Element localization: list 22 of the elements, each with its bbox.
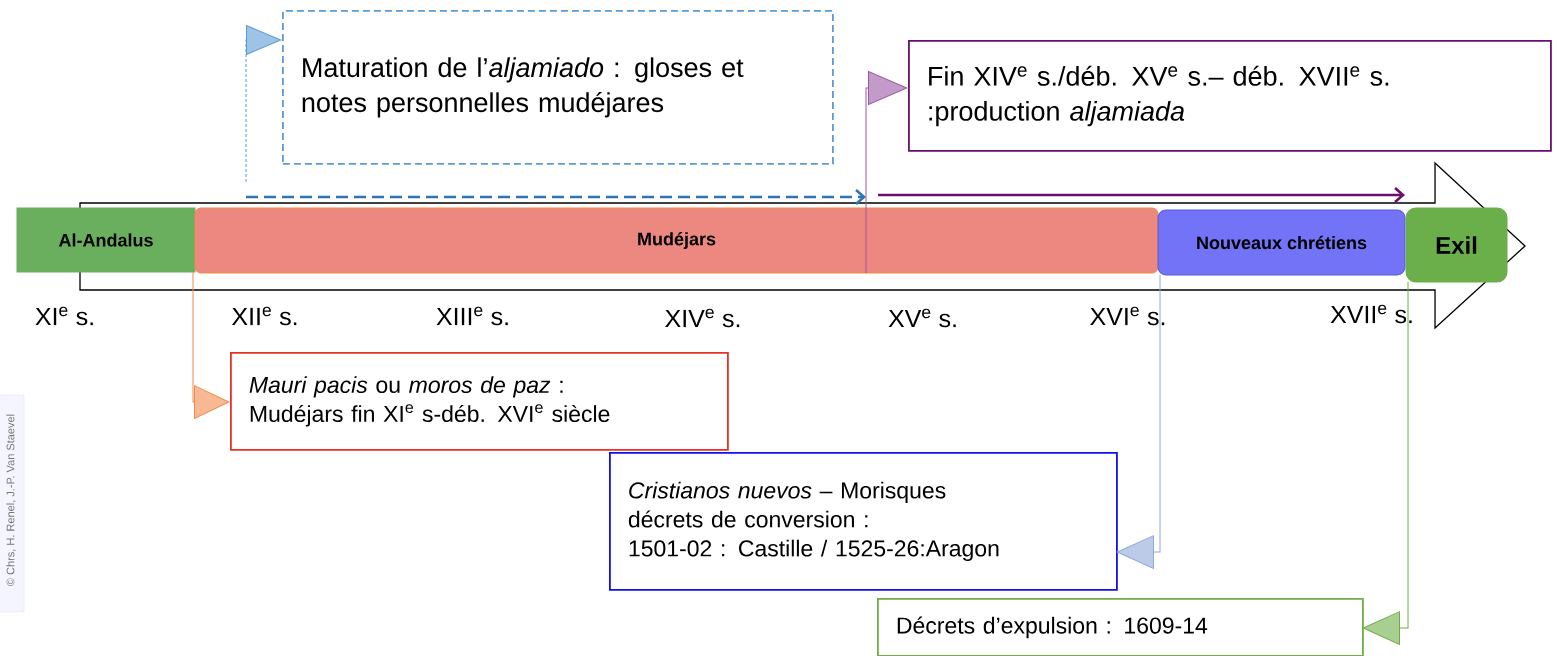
flag-leader-line [192, 271, 230, 419]
timeline-band: Al-Andalus [16, 207, 196, 273]
century-label: XI$^{e}$ s. [35, 306, 93, 326]
callout-box: Décrets d’expulsion : 1609-14 [877, 598, 1364, 656]
century-label: XIII$^{e}$ s. [436, 306, 508, 326]
century-label: XVI$^{e}$ s. [1090, 306, 1165, 326]
century-label: XII$^{e}$ s. [231, 306, 297, 326]
callout-box: Cristianos nuevos – Morisques décrets de conversion : 1501-02 : Castille / 1525-26:Aragon [609, 452, 1118, 591]
century-label: XV$^{e}$ s. [888, 308, 956, 328]
credit-text: © Chrs, H. Renel, J.-P. Van Staevel [6, 414, 16, 586]
flag-leader-line [1116, 274, 1161, 569]
callout-box: Maturation de l’aljamiado : gloses et notes personnelles mudéjares [282, 10, 834, 165]
flag-leader-line [245, 25, 282, 183]
timeline-band: Mudéjars [194, 207, 1159, 274]
callout-box: Fin XIV$^{e}$ s./déb. XV$^{e}$ s.– déb. XVII$^{e}$ s. :production aljamiada [908, 40, 1552, 152]
timeline-band: Nouveaux chrétiens [1157, 209, 1406, 276]
century-label: XVII$^{e}$ s. [1330, 304, 1412, 324]
flag-leader-line [865, 71, 908, 274]
flag-leader-line [1362, 281, 1409, 645]
callout-box: Mauri pacis ou moros de paz : Mudéjars fin XI$^{e}$ s-déb. XVI$^{e}$ siècle [230, 352, 729, 451]
century-label: XIV$^{e}$ s. [665, 308, 740, 328]
timeline-band: Exil [1405, 207, 1508, 283]
